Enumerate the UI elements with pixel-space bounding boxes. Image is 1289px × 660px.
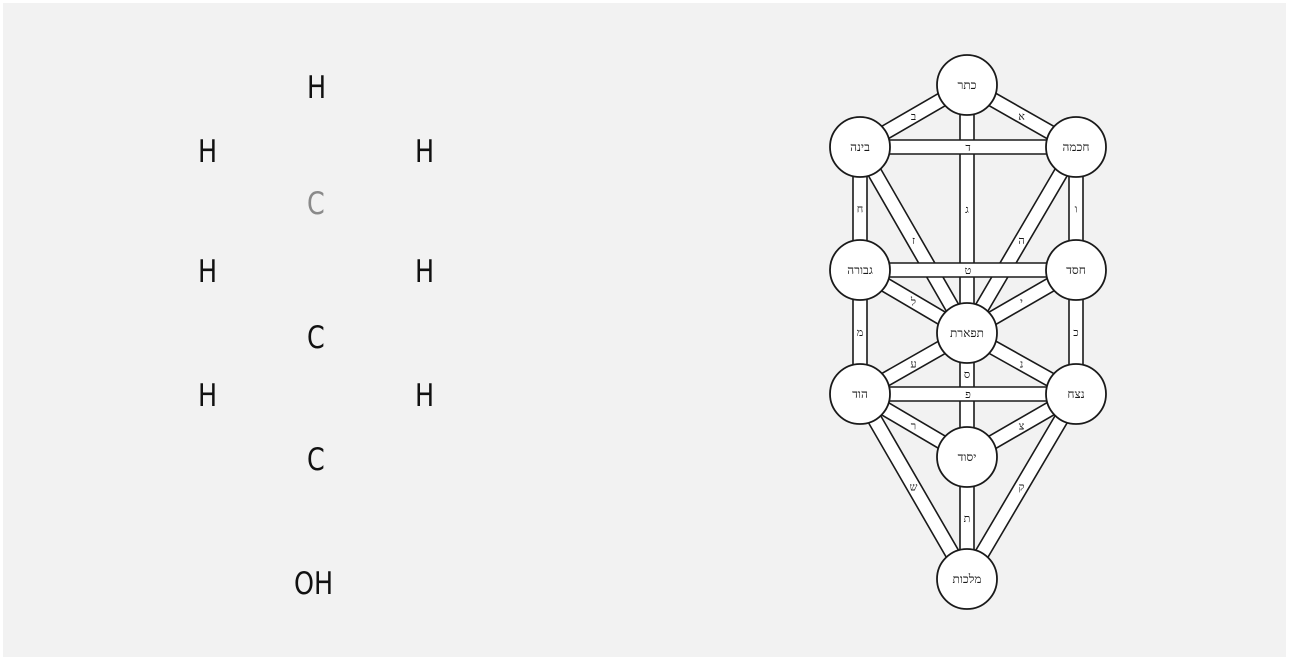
sefirah-keter: כתר: [936, 54, 998, 116]
path-letter-11: ל: [910, 296, 916, 309]
hydroxyl-group: OH: [294, 566, 334, 602]
sefirah-circle: [936, 302, 998, 364]
sefirah-circle: [1045, 239, 1107, 301]
path-letter-6: ז: [912, 234, 915, 247]
sefirah-hod: הוד: [829, 363, 891, 425]
path-letter-4: ה: [1018, 234, 1024, 247]
path-letter-1: ב: [911, 110, 916, 123]
path-letter-13: נ: [1020, 358, 1024, 371]
sefirah-netzach: נצח: [1045, 363, 1107, 425]
path-letter-17: צ: [1019, 420, 1025, 433]
sefirah-label: נצח: [1067, 387, 1084, 401]
sefirah-label: חכמה: [1063, 140, 1090, 154]
sefirah-label: בינה: [850, 140, 870, 154]
carbon-atom-3: C: [307, 442, 325, 478]
sefirah-label: גבורה: [847, 263, 873, 277]
path-letter-9: י: [1020, 296, 1023, 309]
hydrogen-atom-3-right: H: [415, 378, 435, 414]
path-letter-20: ש: [910, 481, 918, 494]
sefirah-label: הוד: [852, 387, 868, 401]
carbon-atom-2: C: [307, 320, 325, 356]
path-letter-16: פ: [965, 388, 971, 401]
sefirah-chesed: חסד: [1045, 239, 1107, 301]
path-letter-19: ר: [911, 420, 916, 433]
path-letter-0: א: [1018, 110, 1025, 123]
sefirah-label: כתר: [957, 78, 976, 92]
path-letter-2: ג: [965, 203, 969, 216]
sefirah-tiferet: תפארת: [936, 302, 998, 364]
sefirah-circle: [829, 116, 891, 178]
sefirah-circle: [1045, 116, 1107, 178]
sefirah-yesod: יסוד: [936, 426, 998, 488]
carbon-atom-1: C: [307, 186, 325, 222]
sefirah-label: תפארת: [950, 326, 984, 340]
hydrogen-atom-top: H: [307, 70, 327, 106]
sefirah-circle: [1045, 363, 1107, 425]
hydrogen-atom-2-right: H: [415, 254, 435, 290]
sefirah-label: מלכות: [953, 572, 982, 586]
hydrogen-atom-1-right: H: [415, 134, 435, 170]
hydrogen-atom-3-left: H: [198, 378, 218, 414]
sefirah-circle: [829, 239, 891, 301]
sefirah-gevurah: גבורה: [829, 239, 891, 301]
path-letter-15: ע: [910, 358, 916, 371]
path-letter-14: ס: [964, 368, 970, 381]
sefirah-circle: [936, 54, 998, 116]
path-letter-7: ח: [857, 203, 864, 216]
sefirah-binah: בינה: [829, 116, 891, 178]
path-letter-21: ת: [964, 512, 971, 525]
path-letter-3: ד: [965, 141, 970, 154]
path-letter-10: כ: [1073, 326, 1078, 339]
hydrogen-atom-2-left: H: [198, 254, 218, 290]
path-letter-5: ו: [1075, 203, 1078, 216]
path-letter-18: ק: [1019, 481, 1025, 494]
hydrogen-atom-1-left: H: [198, 134, 218, 170]
sefirah-circle: [936, 548, 998, 610]
path-letter-12: מ: [857, 326, 864, 339]
sefirah-chokhmah: חכמה: [1045, 116, 1107, 178]
sefirah-label: חסד: [1066, 263, 1086, 277]
path-letter-8: ט: [965, 264, 972, 277]
sefirah-malkhut: מלכות: [936, 548, 998, 610]
tree-path-letters: א ב ג ד ה ו ז ח ט י כ ל מ נ ס ע פ צ ק ר ש ת: [857, 110, 1079, 525]
sefirah-circle: [936, 426, 998, 488]
sefirah-circle: [829, 363, 891, 425]
sefirah-label: יסוד: [958, 450, 977, 464]
